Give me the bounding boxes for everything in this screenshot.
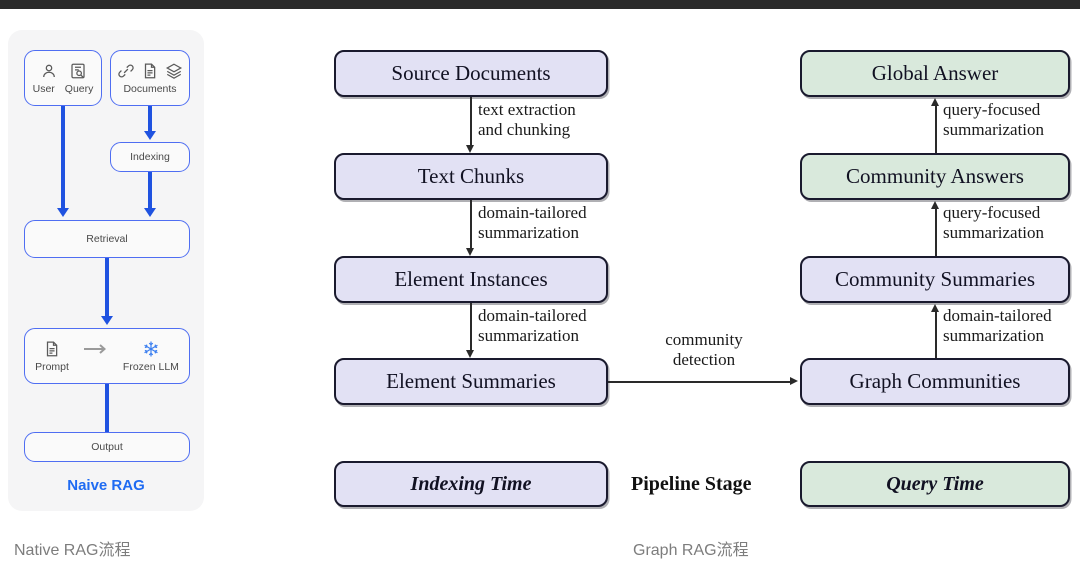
edge-label-community-detection-line2: detection (672, 350, 736, 369)
edge-instances-to-summaries-line (470, 303, 472, 351)
user-query-labels: User Query (33, 83, 94, 95)
node-element-instances-label: Element Instances (394, 267, 548, 291)
user-label: User (32, 82, 55, 95)
edge-label-domain-summ-3: domain-tailored summarization (943, 306, 1052, 346)
edge-label-text-extraction: text extraction and chunking (478, 100, 576, 140)
arrow-indexing-retrieval (148, 172, 152, 212)
edge-label-text-extraction-line1: text extraction (478, 100, 576, 119)
edge-label-query-focused-1: query-focused summarization (943, 100, 1044, 140)
edge-label-domain-summ-1-line2: summarization (478, 223, 580, 242)
node-graph-communities-label: Graph Communities (849, 369, 1021, 393)
frozen-llm-label: Frozen LLM (122, 360, 179, 373)
node-community-answers-label: Community Answers (846, 164, 1024, 188)
edge-label-community-detection: community detection (634, 330, 774, 370)
edge-src-to-chunks-line (470, 97, 472, 146)
edge-label-query-focused-2-line2: summarization (943, 223, 1045, 242)
arrow-prompt-output (105, 384, 109, 446)
node-community-summaries-label: Community Summaries (834, 267, 1036, 291)
arrow-documents-indexing (148, 106, 152, 134)
retrieval-label: Retrieval (86, 233, 128, 245)
documents-icons (117, 62, 183, 80)
node-element-instances[interactable]: Element Instances (334, 256, 608, 303)
edge-community-detection-line (608, 381, 792, 383)
snowflake-icon (144, 341, 158, 356)
indexing-label: Indexing (130, 151, 170, 163)
edge-summaries-to-answers-head (931, 201, 939, 209)
retrieval-node[interactable]: Retrieval (24, 220, 190, 258)
top-dark-bar (0, 0, 1080, 9)
edge-label-domain-summ-2-line1: domain-tailored (478, 306, 587, 325)
naive-rag-caption: Native RAG流程 (14, 542, 131, 559)
prompt-group: Prompt (35, 340, 69, 373)
edge-communities-to-summaries-head (931, 304, 939, 312)
document-icon (46, 340, 58, 356)
edge-label-domain-summ-1: domain-tailored summarization (478, 203, 587, 243)
edge-label-community-detection-line1: community (665, 330, 743, 349)
prompt-label: Prompt (35, 360, 69, 373)
edge-answers-to-global-line (935, 105, 937, 153)
edge-chunks-to-instances-line (470, 200, 472, 249)
user-query-icons (40, 62, 87, 80)
edge-community-detection-head (790, 377, 798, 385)
indexing-node[interactable]: Indexing (110, 142, 190, 172)
arrow-right-icon (83, 344, 106, 354)
edge-instances-to-summaries-head (466, 350, 474, 358)
edge-label-text-extraction-line2: and chunking (478, 120, 571, 139)
edge-label-query-focused-1-line2: summarization (943, 120, 1045, 139)
node-source-documents[interactable]: Source Documents (334, 50, 608, 97)
node-text-chunks[interactable]: Text Chunks (334, 153, 608, 200)
legend-query-time-label: Query Time (886, 472, 984, 495)
edge-label-domain-summ-3-line2: summarization (943, 326, 1045, 345)
legend-query-time[interactable]: Query Time (800, 461, 1070, 507)
legend-pipeline-stage: Pipeline Stage (631, 473, 752, 495)
arrow-query-retrieval (61, 106, 65, 212)
edge-answers-to-global-head (931, 98, 939, 106)
documents-label-row: Documents (123, 83, 176, 95)
legend-indexing-time-label: Indexing Time (410, 472, 532, 495)
node-text-chunks-label: Text Chunks (417, 164, 525, 188)
edge-src-to-chunks-head (466, 145, 474, 153)
documents-node[interactable]: Documents (110, 50, 190, 106)
edge-label-domain-summ-2-line2: summarization (478, 326, 580, 345)
node-community-answers[interactable]: Community Answers (800, 153, 1070, 200)
output-label: Output (91, 441, 123, 453)
edge-label-query-focused-2-line1: query-focused (943, 203, 1041, 222)
node-graph-communities[interactable]: Graph Communities (800, 358, 1070, 405)
node-global-answer-label: Global Answer (871, 61, 999, 85)
node-source-documents-label: Source Documents (391, 61, 551, 85)
naive-rag-panel: User Query Documents Indexing (8, 30, 204, 511)
graph-rag-caption: Graph RAG流程 (633, 542, 749, 559)
edge-label-query-focused-1-line1: query-focused (943, 100, 1041, 119)
output-node[interactable]: Output (24, 432, 190, 462)
node-element-summaries-label: Element Summaries (386, 369, 556, 393)
prompt-llm-node[interactable]: Prompt Frozen LLM (24, 328, 190, 384)
legend-indexing-time[interactable]: Indexing Time (334, 461, 608, 507)
user-query-node[interactable]: User Query (24, 50, 102, 106)
node-global-answer[interactable]: Global Answer (800, 50, 1070, 97)
query-label: Query (64, 82, 94, 95)
edge-summaries-to-answers-line (935, 208, 937, 256)
edge-label-domain-summ-1-line1: domain-tailored (478, 203, 587, 222)
link-icon (118, 63, 134, 78)
edge-label-query-focused-2: query-focused summarization (943, 203, 1044, 243)
edge-label-domain-summ-3-line1: domain-tailored (943, 306, 1052, 325)
arrow-retrieval-prompt-head (101, 316, 113, 325)
node-element-summaries[interactable]: Element Summaries (334, 358, 608, 405)
layers-icon (165, 63, 183, 79)
edge-communities-to-summaries-line (935, 311, 937, 358)
arrow-retrieval-prompt (105, 258, 109, 320)
documents-label: Documents (123, 82, 177, 95)
edge-chunks-to-instances-head (466, 248, 474, 256)
arrow-documents-indexing-head (144, 131, 156, 140)
edge-label-domain-summ-2: domain-tailored summarization (478, 306, 587, 346)
naive-rag-title: Naive RAG (67, 477, 145, 494)
user-icon (42, 64, 55, 77)
frozen-llm-group: Frozen LLM (123, 340, 179, 373)
arrow-query-retrieval-head (57, 208, 69, 217)
file-icon (144, 62, 156, 78)
document-search-icon (70, 63, 85, 78)
arrow-indexing-retrieval-head (144, 208, 156, 217)
node-community-summaries[interactable]: Community Summaries (800, 256, 1070, 303)
